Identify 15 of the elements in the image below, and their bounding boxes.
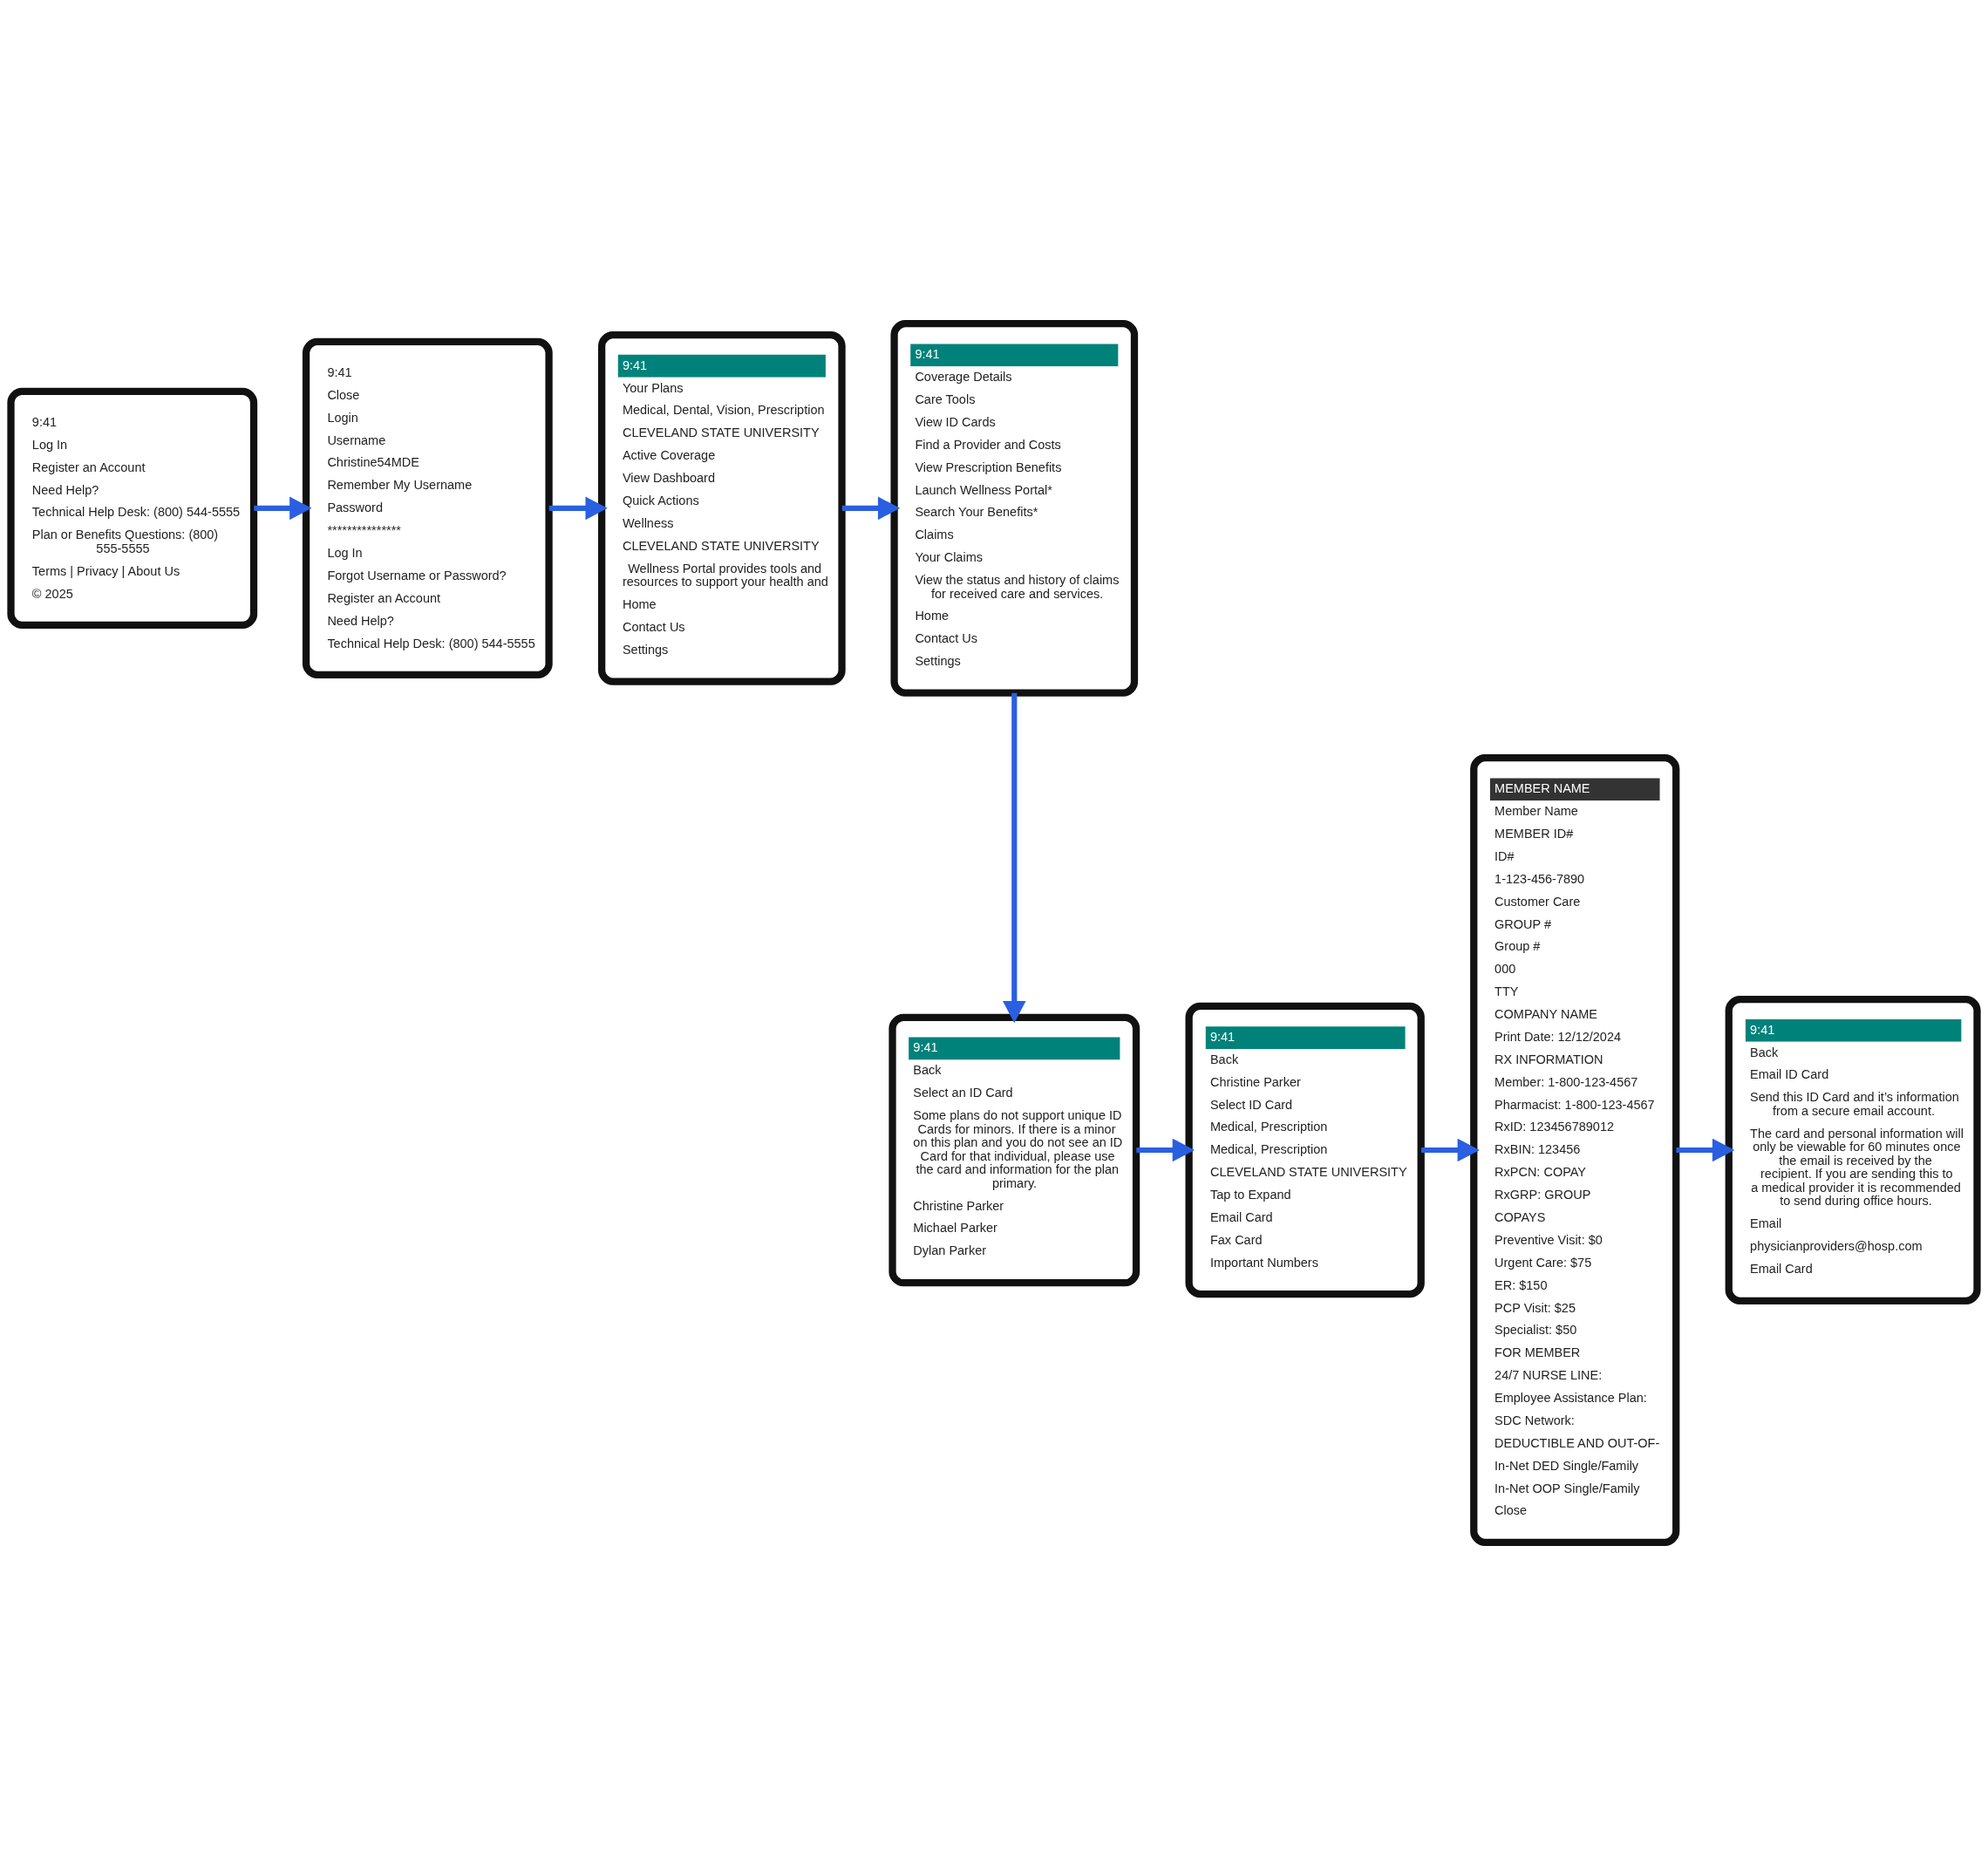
node-box: 9:41 Back Christine Parker Select ID Card Medical, Prescription Medical, Prescription CLEVELAND STATE UNIVERSITY Tap to Expand Email Card Fax Card Important Numbers: [1185, 1002, 1425, 1298]
arrow: [1421, 1138, 1480, 1162]
arrow: [1003, 692, 1026, 1024]
node-box: 9:41 Back Select an ID Card Some plans do not support unique ID Cards for minors. If there is a minor on this plan and you do not see an ID Card for that individual, please use the card and information for the plan primary. Christine Parker Michael Parker Dylan Parker: [888, 1013, 1140, 1287]
arrow: [254, 496, 312, 521]
arrow: [1676, 1138, 1735, 1162]
node-box: 9:41 Back Email ID Card Send this ID Card and it’s information from a secure email account. The card and personal information will only be viewable for 60 minutes once the email is received by the recipient. If you are sending this to a medical provider it is recommended to send during office hours. Email physicianproviders@hosp.com Email Card: [1725, 995, 1981, 1305]
arrow: [1136, 1138, 1195, 1162]
node-box: MEMBER NAME Member Name MEMBER ID# ID# 1-123-456-7890 Customer Care GROUP # Group # 000 TTY COMPANY NAME Print Date: 12/12/2024 RX INFORMATION Member: 1-800-123-4567 Pharmacist: 1-800-123-4567 RxID: 123456789012 RxBIN: 123456 RxPCN: COPAY RxGRP: GROUP COPAYS Preventive Visit: $0 Urgent Care: $75 ER: $150 PCP Visit: $25 Specialist: $50 FOR MEMBER 24/7 NURSE LINE: Employee Assistance Plan: SDC Network: DEDUCTIBLE AND OUT-OF- In-Net DED Single/Family In-Net OOP Single/Family Close: [1470, 754, 1680, 1546]
arrow: [841, 496, 901, 521]
node-box: 9:41 Your Plans Medical, Dental, Vision, Prescription CLEVELAND STATE UNIVERSITY Active Coverage View Dashboard Quick Actions Wellness CLEVELAND STATE UNIVERSITY Wellness Portal provides tools and resources to support your health and Home Contact Us Settings: [598, 330, 846, 685]
node-box: 9:41 Log In Register an Account Need Help? Technical Help Desk: (800) 544-5555 Plan or Benefits Questions: (800) 555-5555 Terms | Privacy | About Us © 2025: [7, 387, 258, 630]
arrow: [548, 496, 608, 521]
node-box: 9:41 Coverage Details Care Tools View ID Cards Find a Provider and Costs View Prescription Benefits Launch Wellness Portal* Search Your Benefits* Claims Your Claims View the status and history of claims for received care and services. Home Contact Us Settings: [890, 320, 1139, 697]
node-box: 9:41 Close Login Username Christine54MDE Remember My Username Password *************** Log In Forgot Username or Password? Register an Account Need Help? Technical Help Desk: (800) 544-5555: [302, 337, 553, 679]
